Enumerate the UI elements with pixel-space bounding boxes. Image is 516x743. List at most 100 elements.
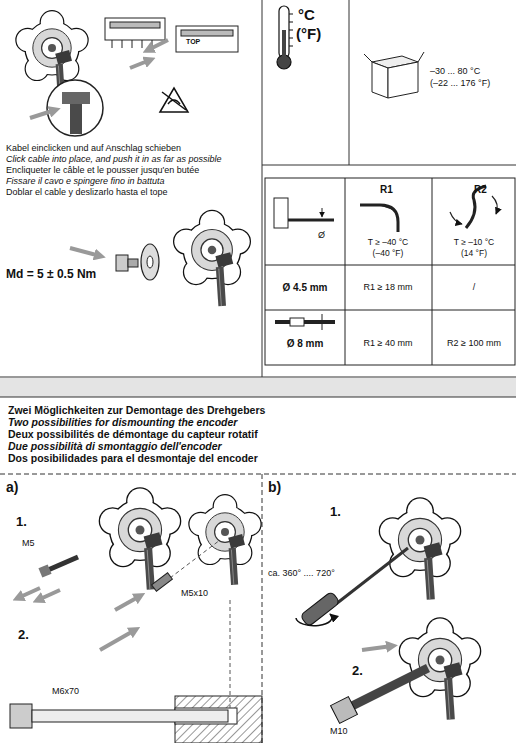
connector (148, 40, 168, 50)
unit-label: (°F) (296, 25, 321, 42)
washer-screw (141, 244, 159, 280)
table-cell: Ø 4.5 mm (282, 282, 327, 294)
screwdriver (300, 591, 340, 627)
cable-icon (288, 219, 334, 222)
encoder (189, 495, 260, 585)
cable-icon (322, 208, 323, 217)
m6-screw (230, 600, 231, 708)
cable-icon (274, 198, 334, 228)
frame (0, 377, 516, 378)
storage-box (388, 62, 418, 98)
m10-bolt (331, 697, 358, 724)
screwdriver (296, 614, 332, 626)
step-number: 2. (352, 664, 363, 679)
table-cell: Ø 8 mm (287, 338, 324, 350)
cable-table (265, 178, 515, 365)
bend-icon (380, 205, 395, 210)
bend-icon (450, 212, 462, 224)
cable-8-icon (322, 314, 323, 330)
step-number: 1. (16, 515, 27, 530)
step-number: 1. (330, 505, 341, 520)
temperature-range: –30 ... 80 °C (430, 66, 480, 76)
instruction-text: Doblar el cable y deslizarlo hasta el to… (6, 187, 168, 197)
table-cell: / (473, 282, 476, 292)
connector (105, 18, 238, 68)
washer-screw (116, 255, 128, 271)
washer-screw (70, 248, 100, 256)
cable-detail (30, 80, 103, 136)
m5-screw (38, 564, 51, 577)
thermometer (282, 30, 286, 58)
variant-label: b) (268, 479, 281, 495)
instruction-text: Click cable into place, and push it in a… (6, 154, 222, 164)
grey-band (0, 378, 516, 397)
cable-table (432, 178, 433, 365)
encoder (380, 499, 460, 600)
radius-label: R2 (474, 184, 487, 196)
frame (349, 0, 350, 165)
esd-symbol (160, 88, 188, 112)
connector (112, 40, 152, 48)
connector-mark: TOP (186, 38, 200, 46)
m6-screw (10, 704, 32, 728)
radius-label: R1 (380, 184, 393, 196)
section-heading: Two possibilities for dismounting the en… (8, 416, 237, 428)
cable-icon (274, 198, 288, 228)
cable-detail (70, 104, 82, 134)
esd-symbol (160, 88, 188, 112)
m6-screw (10, 600, 262, 743)
frame (262, 0, 263, 377)
rotation-note: ca. 360° .... 720° (268, 568, 335, 578)
storage-box (372, 62, 388, 98)
screw-size: M6x70 (52, 686, 79, 696)
cable-table (265, 178, 515, 365)
m5-screw (48, 557, 78, 570)
screwdriver (296, 548, 408, 627)
divider (0, 474, 516, 743)
screw-size: M10 (330, 726, 348, 736)
cable-detail (47, 80, 103, 136)
m5-screw (18, 588, 40, 598)
cable-8-icon (275, 320, 335, 324)
connector (181, 30, 233, 36)
divider (0, 474, 516, 475)
m5-screw (18, 557, 78, 600)
cable-table (265, 310, 515, 311)
connector (110, 22, 160, 28)
connector (105, 18, 165, 40)
grub-screw (100, 540, 220, 650)
cable-8-icon (275, 314, 335, 330)
cable-detail (30, 110, 55, 118)
table-cell: T ≥ –10 °C (454, 238, 495, 248)
band-line (0, 397, 516, 398)
encoder (400, 619, 480, 720)
section-heading: Dos posibilidades para el desmontaje del… (8, 452, 258, 464)
storage-box (364, 52, 424, 98)
table-cell: R1 ≥ 40 mm (364, 338, 413, 348)
m6-screw (32, 710, 228, 722)
unit-label: °C (298, 6, 315, 23)
step-number: 2. (18, 628, 29, 643)
washer-screw (128, 259, 138, 267)
variant-label: a) (6, 479, 18, 495)
m10-bolt (352, 668, 428, 706)
thermometer (279, 6, 289, 58)
bend-icon (492, 196, 497, 214)
m10-bolt (331, 646, 428, 723)
m5-screw (38, 590, 60, 600)
table-cell: (–40 °F) (373, 249, 404, 259)
connector (130, 60, 150, 68)
cable-detail (62, 92, 90, 104)
section-heading: Deux possibilités de démontage du capteu… (8, 428, 258, 440)
washer-screw (147, 256, 153, 268)
storage-box (364, 52, 424, 62)
instruction-text: Encliqueter le câble et le pousser jusqu… (6, 165, 199, 175)
instruction-text: Fissare il cavo e spingere fino in battu… (6, 176, 165, 186)
temperature-range: (–22 ... 176 °F) (430, 78, 490, 88)
table-cell: T ≥ –40 °C (368, 238, 409, 248)
cable-table (265, 265, 515, 266)
section-heading: Due possibilità di smontaggio dell'encod… (8, 440, 222, 452)
bend-icon (360, 205, 398, 232)
grub-screw (100, 630, 135, 650)
